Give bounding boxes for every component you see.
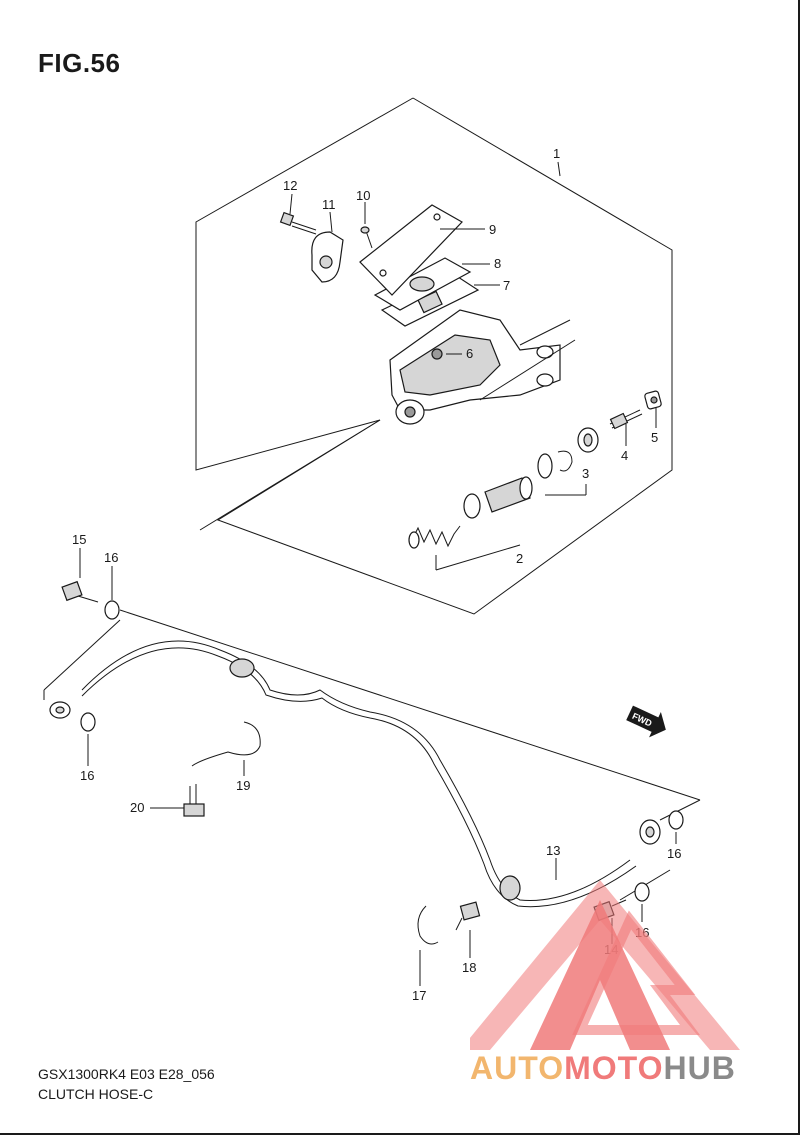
- callout-8: 8: [494, 256, 501, 271]
- reservoir-diaphragm: [373, 257, 472, 311]
- leader-line: [199, 419, 381, 531]
- model-code: GSX1300RK4 E03 E28_056: [38, 1066, 215, 1082]
- callout-17: 17: [412, 988, 426, 1003]
- piston-spring: [408, 525, 461, 549]
- watermark-text-auto: AUTO: [470, 1050, 565, 1086]
- leader-line: [119, 609, 701, 801]
- callout-13: 13: [546, 843, 560, 858]
- figure-title: FIG.56: [38, 48, 121, 78]
- callout-18: 18: [462, 960, 476, 975]
- caption-text: CLUTCH HOSE-C: [38, 1086, 154, 1102]
- washer: [634, 882, 650, 902]
- push-rod-end: [644, 390, 662, 410]
- watermark-text: AUTOMOTOHUB: [470, 1050, 736, 1087]
- watermark-text-hub: HUB: [663, 1050, 736, 1086]
- callout-5: 5: [651, 430, 658, 445]
- callout-1: 1: [553, 146, 560, 161]
- handlebar-holder: [311, 231, 344, 283]
- forward-direction-badge: FWD: [626, 705, 666, 738]
- figure-caption: GSX1300RK4 E03 E28_056 CLUTCH HOSE-C: [38, 1064, 215, 1104]
- reservoir-bolt: [431, 348, 443, 360]
- assembly-outline: [195, 97, 673, 615]
- callout-9: 9: [489, 222, 496, 237]
- callout-15: 15: [72, 532, 86, 547]
- push-rod: [609, 409, 643, 430]
- clamp-bolt-lower: [455, 901, 481, 931]
- washer: [80, 712, 96, 732]
- callout-12: 12: [283, 178, 297, 193]
- leader-line: [659, 799, 701, 821]
- callout-19: 19: [236, 778, 250, 793]
- washer: [668, 810, 684, 830]
- callout-20: 20: [130, 800, 144, 815]
- callout-4: 4: [621, 448, 628, 463]
- union-bolt-upper: [61, 580, 99, 603]
- clutch-hose: [49, 640, 661, 908]
- hose-clamp-upper: [191, 721, 261, 767]
- watermark-text-moto: MOTO: [564, 1050, 664, 1086]
- primary-cup: [463, 493, 481, 519]
- callout-2: 2: [516, 551, 523, 566]
- cap-screw: [360, 226, 373, 249]
- secondary-cup: [537, 453, 553, 479]
- piston: [484, 476, 533, 513]
- watermark-logo: [470, 880, 740, 1050]
- callout-7: 7: [503, 278, 510, 293]
- holder-bolt: [279, 211, 317, 235]
- callout-11: 11: [322, 197, 336, 212]
- washer: [104, 600, 120, 620]
- reservoir-cap: [359, 204, 463, 296]
- clamp-bolt-upper: [183, 784, 205, 817]
- callout-16-left: 16: [80, 768, 94, 783]
- circlip: [557, 450, 573, 472]
- callout-16-right: 16: [667, 846, 681, 861]
- hose-clamp-lower: [417, 905, 439, 945]
- callout-3: 3: [582, 466, 589, 481]
- leader-line: [43, 619, 121, 691]
- callout-16-upper: 16: [104, 550, 118, 565]
- dust-boot: [577, 427, 599, 453]
- callout-6: 6: [466, 346, 473, 361]
- callout-10: 10: [356, 188, 370, 203]
- master-cylinder-body: [389, 309, 576, 425]
